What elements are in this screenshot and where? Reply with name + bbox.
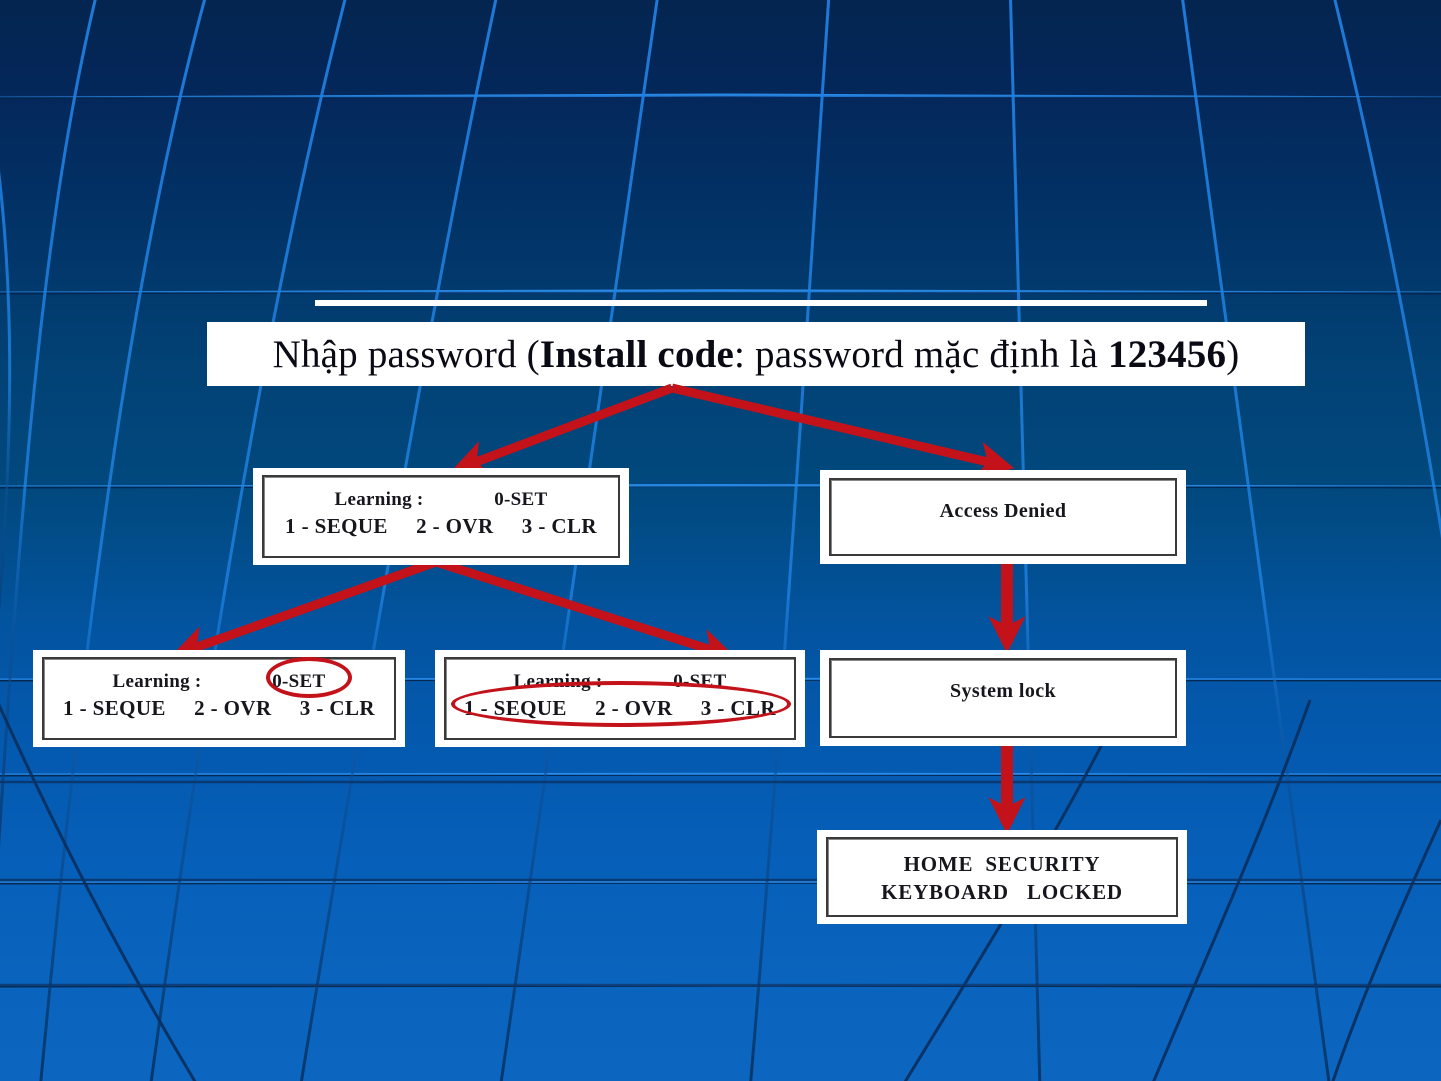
box-learning-left[interactable]: Learning : 0-SET 1 - SEQUE 2 - OVR 3 - C… xyxy=(33,650,405,747)
arrow-learning-to-left xyxy=(170,557,438,662)
learning-left-line2: 1 - SEQUE 2 - OVR 3 - CLR xyxy=(63,696,375,720)
learning-left-line1: Learning : 0-SET xyxy=(112,671,326,692)
arrow-title-to-learning xyxy=(451,383,674,476)
title-part-1: Nhập password ( xyxy=(272,332,540,376)
title-underline-rule xyxy=(315,300,1207,306)
title-part-3: ) xyxy=(1226,332,1240,376)
learning-top-line1: Learning : 0-SET xyxy=(334,489,548,510)
box-access-denied[interactable]: Access Denied xyxy=(820,470,1186,564)
box-learning-top[interactable]: Learning : 0-SET 1 - SEQUE 2 - OVR 3 - C… xyxy=(253,468,629,565)
arrow-title-to-access-denied xyxy=(670,383,1015,478)
title-part-2: : password mặc định là xyxy=(734,332,1108,376)
learning-top-line2: 1 - SEQUE 2 - OVR 3 - CLR xyxy=(285,514,597,538)
box-learning-right[interactable]: Learning : 0-SET 1 - SEQUE 2 - OVR 3 - C… xyxy=(435,650,805,747)
page-title: Nhập password (Install code: password mặ… xyxy=(273,335,1240,374)
keyboard-locked-line2: KEYBOARD LOCKED xyxy=(881,880,1123,904)
box-keyboard-locked[interactable]: HOME SECURITY KEYBOARD LOCKED xyxy=(817,830,1187,924)
system-lock-label: System lock xyxy=(949,680,1057,702)
title-install-code: Install code xyxy=(539,332,735,376)
access-denied-label: Access Denied xyxy=(939,500,1067,522)
learning-right-line2: 1 - SEQUE 2 - OVR 3 - CLR xyxy=(464,696,776,720)
learning-right-line1: Learning : 0-SET xyxy=(513,671,727,692)
title-default-password: 123456 xyxy=(1108,332,1227,376)
box-system-lock[interactable]: System lock xyxy=(820,650,1186,746)
keyboard-locked-line1: HOME SECURITY xyxy=(903,852,1101,876)
arrow-learning-to-right xyxy=(434,557,737,665)
title-banner: Nhập password (Install code: password mặ… xyxy=(207,322,1305,386)
